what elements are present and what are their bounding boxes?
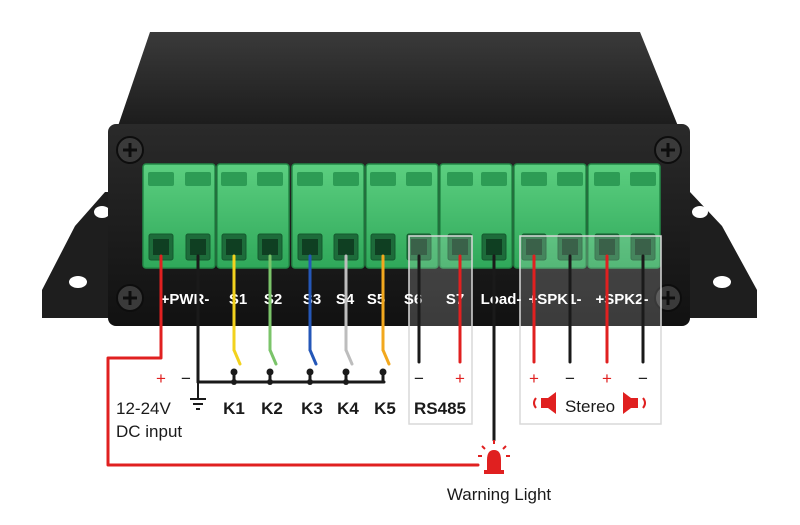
speaker-left-icon <box>533 392 556 414</box>
stereo-sign-spk2-plus: + <box>602 369 612 388</box>
terminal-wire-hole-inner <box>338 239 354 255</box>
k1-switch-lever <box>232 348 242 366</box>
label-s3: S3 <box>303 291 321 308</box>
terminal-screw-slot <box>630 172 656 186</box>
junction-dots <box>230 368 387 385</box>
terminal-wire-hole-inner <box>302 239 318 255</box>
warning-light-icon <box>478 440 510 474</box>
speaker-right-icon <box>623 392 646 414</box>
rs485-plus-sign: + <box>455 369 465 388</box>
stereo-sign-spk1-plus: + <box>529 369 539 388</box>
left-mounting-flange <box>42 192 115 318</box>
terminal-screw-slot <box>481 172 507 186</box>
k4-switch-lever <box>344 348 354 366</box>
terminal-screw-slot <box>297 172 323 186</box>
label-s2: S2 <box>264 291 282 308</box>
left-flange-hole-bottom <box>69 276 87 288</box>
terminal-labels: +PWR- S1 S2 S3 S4 S5 S6 S7 Load- +SPK1- … <box>161 291 649 308</box>
terminal-wire-hole-inner <box>262 239 278 255</box>
terminal-screw-slot <box>406 172 432 186</box>
right-flange-hole-top <box>692 206 708 218</box>
terminal-wire-hole-inner <box>411 239 427 255</box>
housing-top <box>118 32 678 126</box>
k2-switch-lever <box>268 348 278 366</box>
label-s1: S1 <box>229 291 247 308</box>
screw-icon <box>654 136 682 164</box>
screw-icon <box>116 136 144 164</box>
switch-label-k2: K2 <box>261 399 283 418</box>
stereo-sign-spk1-minus: − <box>565 369 575 388</box>
terminal-screw-slot <box>185 172 211 186</box>
power-minus-sign: − <box>181 369 191 388</box>
terminal-screw-slot <box>447 172 473 186</box>
terminal-screw-slot <box>370 172 396 186</box>
terminal-wire-hole-inner <box>599 239 615 255</box>
k5-switch-lever <box>381 348 391 366</box>
power-voltage-label: 12-24V <box>116 399 171 418</box>
rs485-label: RS485 <box>414 399 466 418</box>
terminal-screw-slot <box>148 172 174 186</box>
terminal-wire-hole-inner <box>562 239 578 255</box>
screw-icon <box>116 284 144 312</box>
power-input-label: DC input <box>116 422 182 441</box>
label-spk2: +SPK2- <box>596 291 649 308</box>
stereo-highlight-box <box>519 235 662 425</box>
warning-light-label: Warning Light <box>447 485 552 504</box>
right-flange-hole-bottom <box>713 276 731 288</box>
power-plus-sign: + <box>156 369 166 388</box>
wires <box>106 254 645 467</box>
right-mounting-flange <box>690 192 757 318</box>
label-s5: S5 <box>367 291 385 308</box>
switch-label-k1: K1 <box>223 399 245 418</box>
rs485-minus-sign: − <box>414 369 424 388</box>
ground-icon <box>190 382 206 410</box>
terminal-screw-slot <box>333 172 359 186</box>
switch-label-k3: K3 <box>301 399 323 418</box>
stereo-label: Stereo <box>565 397 615 416</box>
terminal-screw-slot <box>221 172 247 186</box>
switch-label-k4: K4 <box>337 399 359 418</box>
terminal-wire-hole-inner <box>526 239 542 255</box>
k3-switch-lever <box>308 348 318 366</box>
switch-label-k5: K5 <box>374 399 396 418</box>
terminal-wire-hole-inner <box>226 239 242 255</box>
terminal-screw-slot <box>594 172 620 186</box>
terminal-wire-hole-inner <box>635 239 651 255</box>
device <box>42 32 757 326</box>
terminal-screw-slot <box>557 172 583 186</box>
label-pwr: +PWR- <box>161 291 210 308</box>
terminal-wire-hole-inner <box>375 239 391 255</box>
label-load: Load- <box>481 291 522 308</box>
terminal-wire-hole-inner <box>452 239 468 255</box>
terminal-wire-hole-inner <box>153 239 169 255</box>
terminal-screw-slot <box>257 172 283 186</box>
terminal-screw-slot <box>521 172 547 186</box>
terminal-blocks <box>142 163 661 269</box>
left-flange-hole-top <box>94 206 110 218</box>
terminal-wire-hole-inner <box>486 239 502 255</box>
stereo-sign-spk2-minus: − <box>638 369 648 388</box>
label-spk1: +SPK1- <box>529 291 582 308</box>
terminal-wire-hole-inner <box>190 239 206 255</box>
power-positive-wire <box>106 254 480 467</box>
